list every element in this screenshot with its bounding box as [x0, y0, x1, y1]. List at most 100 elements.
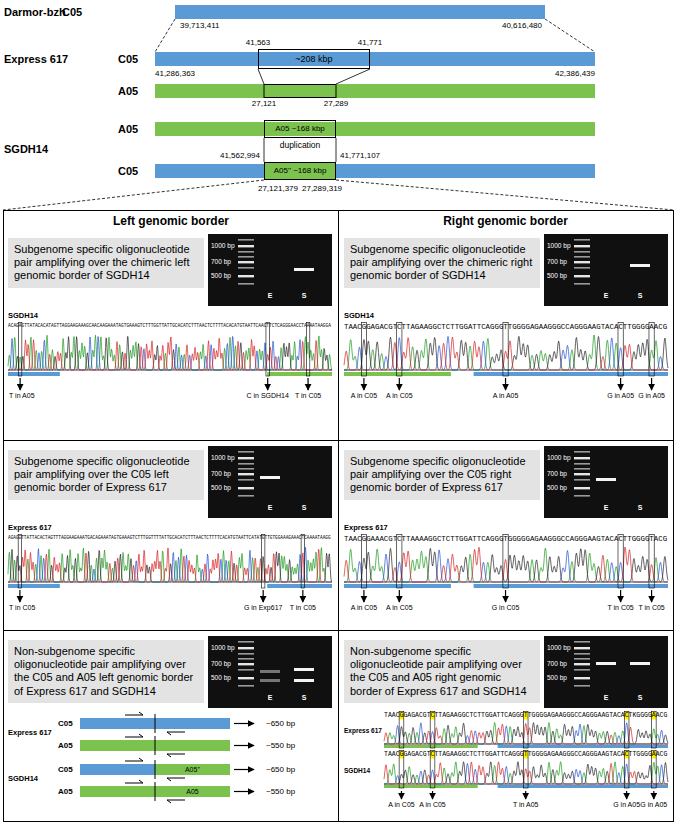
chromatogram-trace: [8, 335, 332, 370]
amplicon-size: ~550 bp: [266, 787, 295, 796]
ladder-band: [238, 653, 254, 655]
ladder-band: [574, 647, 590, 649]
genomic-coordinate: 41,563: [246, 38, 270, 47]
chromatogram-trace: [8, 336, 332, 370]
description-box: Subgenome specific oligonucleotide pair …: [344, 238, 540, 288]
event-label: duplication: [280, 141, 321, 151]
annotation-arrow: [363, 378, 364, 390]
base-annotation: G in A05: [638, 392, 665, 400]
lane-label: E: [604, 694, 609, 702]
description-box: Subgenome specific oligonucleotide pair …: [8, 450, 204, 500]
ladder-size: 500 bp: [211, 272, 231, 279]
description-text: Subgenome specific oligonucleotide pair …: [350, 455, 534, 495]
gel-image: [544, 636, 668, 708]
lane-label: E: [604, 292, 609, 300]
ladder-band: [238, 239, 254, 241]
description-text: Non-subgenome specific oligonucleotide p…: [350, 645, 534, 698]
ladder-band: [574, 487, 590, 489]
border-line: [155, 760, 156, 779]
genomic-coordinate: 27,121,379: [258, 184, 298, 193]
ladder-size: 500 bp: [547, 674, 567, 681]
base-annotation: T in A05: [9, 392, 35, 400]
genomic-coordinate: 27,289: [324, 99, 348, 108]
lane-label: S: [302, 292, 307, 300]
gel-image: [208, 636, 332, 708]
ladder-band: [574, 641, 590, 643]
base-annotation: G in C05: [492, 604, 520, 612]
annotation-arrow: [620, 590, 621, 602]
ladder-band: [238, 487, 254, 489]
lane-label: E: [268, 504, 273, 512]
lane-label: S: [638, 504, 643, 512]
description-text: Subgenome specific oligonucleotide pair …: [350, 243, 534, 283]
panel-divider: [3, 630, 674, 631]
amplicon-bar: C05: [80, 718, 230, 729]
ladder-band: [238, 641, 254, 643]
description-box: Subgenome specific oligonucleotide pair …: [344, 450, 540, 500]
base-annotation: A in C05: [351, 604, 377, 612]
chromosome-bar: A05A05 ~168 kbp: [155, 122, 595, 136]
chromatogram-trace: [8, 548, 332, 582]
gel-band: [630, 662, 650, 665]
annotation-arrow: [20, 378, 21, 390]
genomic-coordinate: 40,616,480: [502, 21, 542, 30]
base-outline: [266, 323, 269, 377]
chromatogram-trace: [344, 337, 668, 370]
ladder-size: 700 bp: [211, 660, 231, 667]
size-arrow: [234, 745, 254, 746]
zoom-connector: [336, 180, 674, 210]
dna-sequence: ACAGAGTTATACACATAGTTAGGAAGAAAGCAACAAGAAA…: [8, 323, 331, 328]
subgenome-bar: [344, 584, 451, 588]
ladder-size: 700 bp: [547, 258, 567, 265]
genotype-name: Express 617: [344, 524, 388, 533]
size-arrow: [234, 769, 254, 770]
ladder-band: [238, 663, 254, 665]
genomic-coordinate: 41,771,107: [340, 151, 380, 160]
gel-band: [294, 679, 314, 682]
gel-band: [596, 478, 616, 481]
base-outline: [18, 535, 21, 589]
lane-label: S: [638, 292, 643, 300]
gel-band: [260, 670, 280, 673]
zoom-connector: [258, 69, 264, 84]
primer-marks: [80, 786, 230, 797]
chromatogram-trace: [384, 762, 668, 784]
genomic-coordinate: 39,713,411: [180, 21, 219, 30]
primer-marks: [80, 740, 230, 751]
region-label: ~208 kbp: [295, 50, 332, 68]
annotation-arrow: [505, 590, 506, 602]
ladder-size: 700 bp: [211, 470, 231, 477]
description-text: Non-subgenome specific oligonucleotide p…: [14, 645, 198, 698]
genotype-name: SGDH14: [4, 143, 48, 156]
genomic-coordinate: 27,121: [252, 99, 276, 108]
ladder-size: 700 bp: [211, 258, 231, 265]
ladder-band: [238, 669, 254, 671]
annotation-arrow: [19, 590, 20, 602]
ladder-band: [238, 283, 254, 285]
gel-image: [544, 234, 668, 306]
ladder-size: 700 bp: [547, 470, 567, 477]
segment-label: A05'': [155, 764, 230, 775]
genotype-name: Express 617: [344, 727, 382, 734]
chromosome-label: A05: [58, 740, 73, 751]
ladder-size: 500 bp: [211, 484, 231, 491]
region-box: ~208 kbp: [258, 49, 370, 69]
annotation-arrow: [505, 378, 506, 390]
chromatogram-trace: [344, 548, 668, 582]
primer-arrow: [125, 758, 143, 761]
ladder-band: [238, 468, 254, 470]
ladder-band: [238, 647, 254, 649]
zoom-connector: [155, 19, 175, 52]
amplicon-bar: A05A05: [80, 786, 230, 797]
amplicon-size: ~550 bp: [266, 741, 295, 750]
base-annotation: G in A05: [607, 392, 634, 400]
ladder-size: 500 bp: [547, 272, 567, 279]
panel-divider: [3, 440, 674, 441]
chromatogram-trace: [344, 547, 668, 582]
annotation-arrow: [626, 791, 627, 799]
ladder-band: [574, 677, 590, 679]
lane-label: E: [604, 504, 609, 512]
gel-band: [260, 476, 280, 479]
description-text: Subgenome specific oligonucleotide pair …: [14, 243, 198, 283]
ladder-size: 500 bp: [211, 674, 231, 681]
